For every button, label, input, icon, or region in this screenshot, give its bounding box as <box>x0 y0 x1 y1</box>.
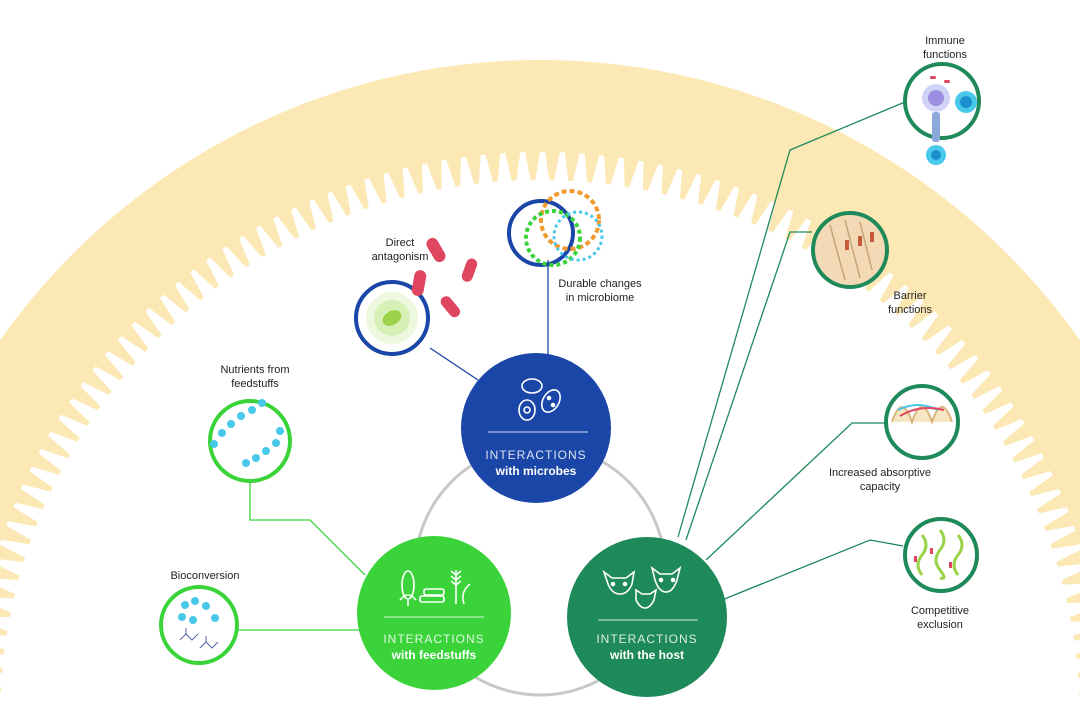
label-competitive: Competitive exclusion <box>890 604 990 632</box>
immune-illustration <box>903 62 981 165</box>
label-line: functions <box>922 49 968 61</box>
bacteria-icon <box>411 237 478 318</box>
label-line: exclusion <box>917 619 963 631</box>
label-barrier: Barrier functions <box>870 289 950 317</box>
hub-microbes <box>461 353 611 503</box>
hub-feedstuffs-label: INTERACTIONS with feedstuffs <box>364 632 504 662</box>
hub-host-subtitle: with the host <box>610 648 684 662</box>
label-line: Increased absorptive <box>828 467 932 479</box>
animals-icon <box>602 566 682 609</box>
barrier-illustration <box>811 211 889 289</box>
molecule-structure-icon <box>179 628 219 649</box>
label-line: capacity <box>859 481 901 493</box>
label-nutrients: Nutrients from feedstuffs <box>205 363 305 391</box>
bioconversion-illustration <box>159 585 239 665</box>
label-line: Nutrients from <box>220 364 290 376</box>
label-line: Bioconversion <box>170 570 240 582</box>
label-line: Competitive <box>910 605 970 617</box>
molecule-chain-icon <box>210 399 284 467</box>
label-line: functions <box>887 304 933 316</box>
label-direct-antagonism: Direct antagonism <box>360 236 440 264</box>
competitive-exclusion-illustration <box>903 517 979 593</box>
label-line: feedstuffs <box>231 378 279 390</box>
label-line: Durable changes <box>558 278 642 290</box>
microbiome-rings-illustration <box>507 189 604 267</box>
label-line: in microbiome <box>565 292 635 304</box>
gut-wall <box>0 60 1080 705</box>
label-absorptive: Increased absorptive capacity <box>810 466 950 494</box>
microbes-icon <box>518 378 561 421</box>
corn-wheat-icon <box>399 570 471 606</box>
label-line: Direct <box>385 237 415 249</box>
hub-host-label: INTERACTIONS with the host <box>577 632 717 662</box>
hub-feedstuffs <box>357 536 511 690</box>
hub-host-title: INTERACTIONS <box>596 632 698 646</box>
hub-microbes-subtitle: with microbes <box>495 464 577 478</box>
hub-host <box>567 537 727 697</box>
connector-lines <box>236 101 906 631</box>
label-line: Barrier <box>893 290 927 302</box>
absorptive-illustration <box>884 384 960 460</box>
label-line: Immune <box>925 35 965 47</box>
hub-microbes-label: INTERACTIONS with microbes <box>466 448 606 478</box>
label-immune: Immune functions <box>905 34 985 62</box>
hub-feedstuffs-subtitle: with feedstuffs <box>391 648 477 662</box>
label-bioconversion: Bioconversion <box>160 569 250 583</box>
label-durable-changes: Durable changes in microbiome <box>545 277 655 305</box>
hub-microbes-title: INTERACTIONS <box>485 448 587 462</box>
label-line: antagonism <box>371 251 429 263</box>
nutrients-illustration <box>208 399 292 483</box>
direct-antagonism-illustration <box>354 237 478 356</box>
hub-feedstuffs-title: INTERACTIONS <box>383 632 485 646</box>
